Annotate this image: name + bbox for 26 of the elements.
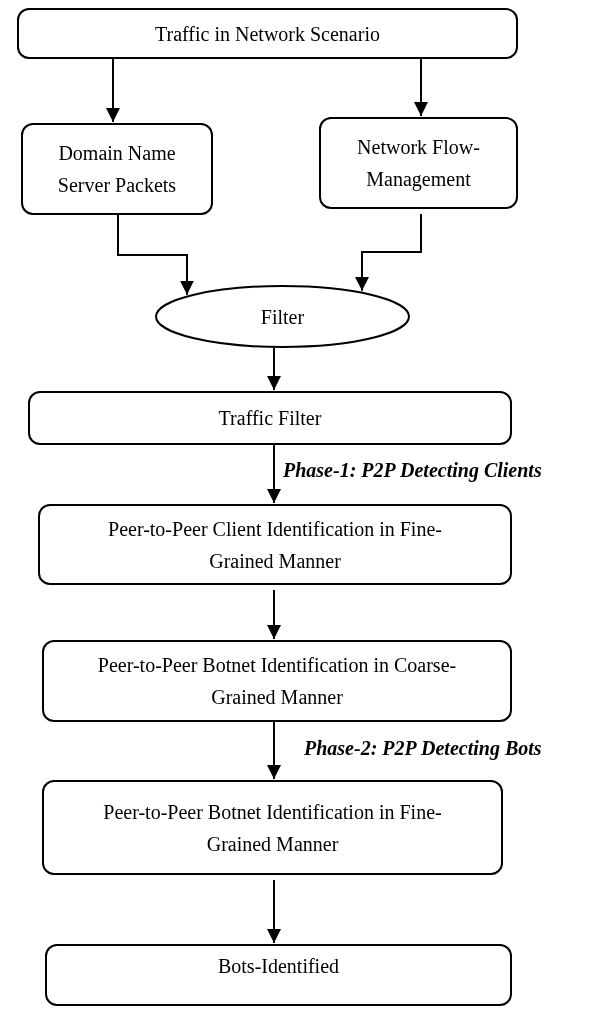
box-label: Traffic Filter xyxy=(217,406,323,431)
box-label: Traffic in Network Scenario xyxy=(154,21,381,47)
process-box xyxy=(319,117,518,209)
process-box xyxy=(42,780,503,875)
box-label: Filter xyxy=(259,304,306,330)
process-box xyxy=(21,123,213,215)
arrow xyxy=(355,213,422,292)
arrow xyxy=(117,214,194,296)
process-box xyxy=(28,391,512,445)
box-label: Bots-Identified xyxy=(216,954,341,979)
box-label: Domain Name Server Packets xyxy=(56,141,178,198)
arrow xyxy=(267,346,281,391)
process-box xyxy=(38,504,512,585)
process-box xyxy=(17,8,518,59)
box-label: Peer-to-Peer Botnet Identification in Coarse-Grained Manner xyxy=(96,653,458,710)
arrow xyxy=(267,721,281,780)
box-label: Peer-to-Peer Client Identification in Fine-Grained Manner xyxy=(107,516,443,574)
arrow xyxy=(414,58,428,117)
arrow xyxy=(267,444,281,504)
arrow xyxy=(106,58,120,123)
process-box xyxy=(42,640,512,722)
box-label: Peer-to-Peer Botnet Identification in Fine-Grained Manner xyxy=(102,799,443,857)
box-label: Network Flow-Management xyxy=(356,135,481,193)
process-box xyxy=(45,944,512,1006)
arrow xyxy=(267,589,281,640)
arrow xyxy=(267,879,281,944)
